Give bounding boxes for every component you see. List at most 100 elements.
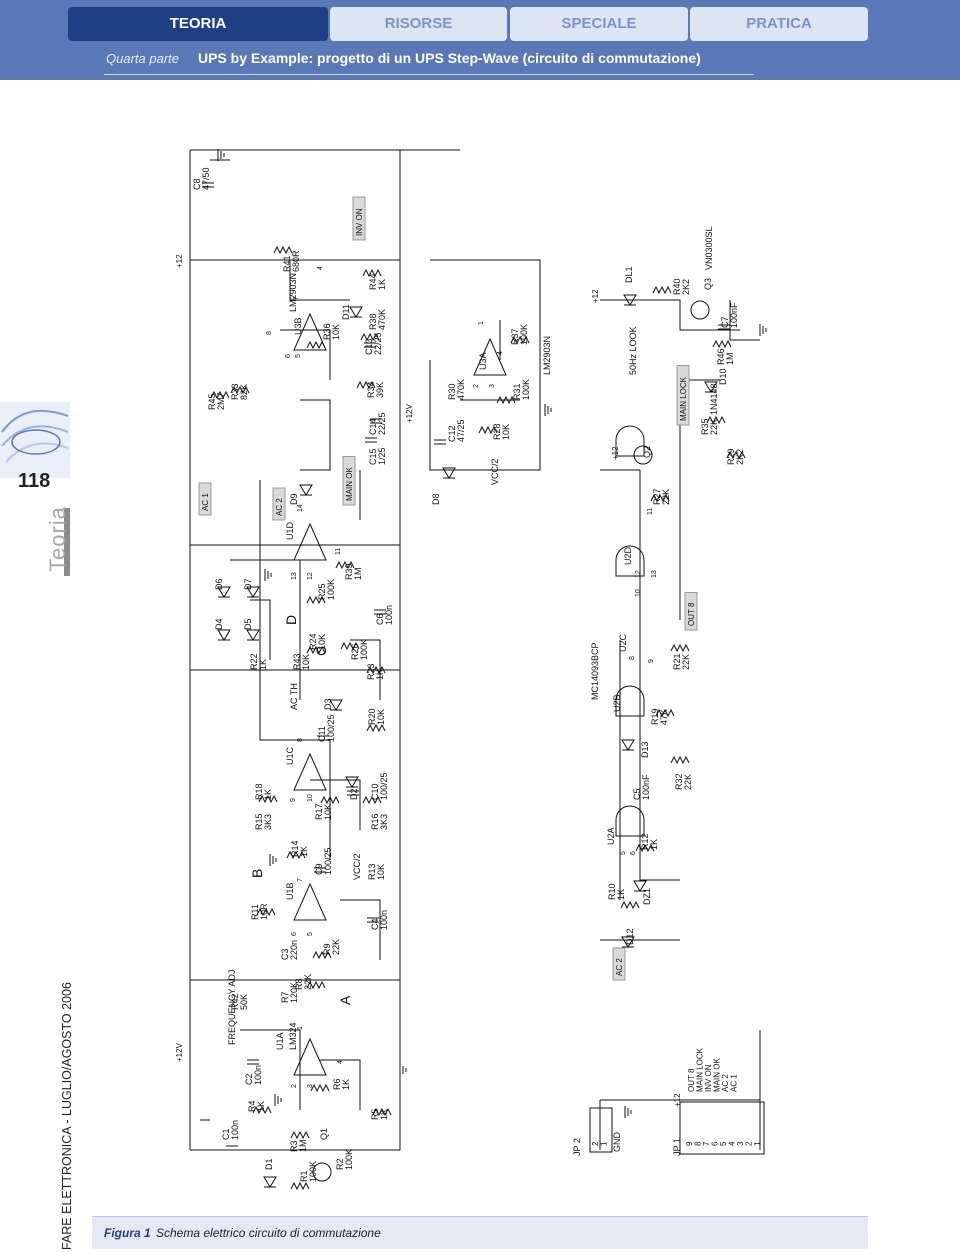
- component-designator: D9: [289, 493, 299, 505]
- pin-number: 2: [291, 1084, 298, 1088]
- supply-label: +12: [591, 289, 600, 303]
- component-ref-label: R21: [672, 653, 682, 670]
- resistor-symbol: [306, 645, 326, 655]
- component-ref-label: R2: [335, 1158, 345, 1170]
- wire: [250, 599, 271, 660]
- component-ref-label: R8: [294, 978, 304, 990]
- wire: [289, 260, 350, 301]
- component-designator: Q1: [319, 1128, 329, 1140]
- component-value-label: 47K: [659, 709, 669, 725]
- component-value-label: 3K3: [379, 814, 389, 830]
- component-value-label: 1K: [256, 1101, 266, 1112]
- net-label-tag: [272, 487, 286, 521]
- component-value-label: 10K: [376, 864, 386, 880]
- component-value-label: 22K: [331, 939, 341, 955]
- resistor-symbol: [620, 900, 640, 910]
- nand-gate-symbol: [615, 545, 645, 577]
- component-ref-label: R40: [672, 278, 682, 295]
- tab-teoria[interactable]: TEORIA: [68, 7, 328, 41]
- resistor-symbol: [635, 843, 655, 853]
- pin-number: 2: [473, 384, 480, 388]
- op-amp-symbol: [293, 312, 327, 351]
- tab-speciale[interactable]: SPECIALE: [510, 7, 688, 41]
- part-label: Quarta parte: [106, 51, 179, 66]
- component-value-label: 10K: [376, 709, 386, 725]
- supply-label: +12V: [405, 403, 414, 423]
- resistor-symbol: [306, 980, 326, 990]
- component-value-label: 100K: [308, 1161, 318, 1182]
- component-value-label: 10K: [317, 634, 327, 650]
- component-ref-label: C4: [370, 918, 380, 930]
- component-value-label: 50K: [239, 994, 249, 1010]
- component-value-label: 1K: [379, 1109, 389, 1120]
- resistor-symbol: [230, 385, 250, 395]
- wire: [310, 779, 361, 830]
- component-designator: U2C: [618, 633, 628, 652]
- diode-symbol: [621, 739, 635, 751]
- component-designator: VCC/2: [490, 458, 500, 485]
- component-ref-label: R29: [726, 448, 736, 465]
- wire: [240, 1029, 301, 1110]
- op-amp-symbol: [293, 882, 327, 921]
- pin-number: 6: [291, 932, 298, 936]
- component-ref-label: R37: [510, 328, 520, 345]
- component-designator: B: [249, 869, 265, 878]
- component-designator: U1B: [285, 882, 295, 900]
- jp1-signal-label: OUT 8: [687, 1068, 696, 1092]
- component-ref-label: C11: [317, 726, 327, 742]
- component-value-label: 100n: [230, 1120, 240, 1140]
- tab-risorse[interactable]: RISORSE: [330, 7, 507, 41]
- wire: [729, 300, 760, 341]
- component-ref-label: R15: [254, 813, 264, 830]
- jp2-connector: [589, 1107, 613, 1153]
- component-value-label: 1K: [263, 789, 273, 800]
- component-value-label: 22K: [303, 974, 313, 990]
- component-designator: LM2903N: [288, 273, 298, 312]
- resistor-symbol: [340, 641, 360, 651]
- net-label-tag: [676, 365, 690, 426]
- resistor-symbol: [366, 665, 386, 675]
- transistor-symbol: [312, 1162, 332, 1182]
- component-value-label: 100n: [379, 910, 389, 930]
- pin-number: 1: [297, 1026, 304, 1030]
- jp1-signal-label: INV ON: [704, 1064, 713, 1092]
- pin-number: 9: [290, 798, 297, 802]
- pin-number: 3: [307, 1084, 314, 1088]
- section-bar: [64, 508, 70, 576]
- component-ref-label: R46: [716, 348, 726, 365]
- wire: [300, 399, 331, 471]
- component-value-label: 100/25: [379, 772, 389, 800]
- component-ref-label: R22: [249, 653, 259, 670]
- jp1-pin-number: 8: [694, 1141, 703, 1146]
- component-value-label: 680R: [291, 250, 301, 272]
- schematic-wires: [189, 149, 767, 1188]
- diode-symbol: [621, 936, 635, 948]
- component-designator: U2A: [606, 827, 616, 845]
- jp1-pin-number: 4: [728, 1141, 737, 1146]
- component-value-label: 10K: [331, 324, 341, 340]
- component-designator: DZ1: [642, 888, 652, 905]
- diode-symbol: [623, 294, 637, 306]
- component-value-label: 470K: [377, 309, 387, 330]
- component-ref-label: R16: [370, 813, 380, 830]
- component-designator: LM324: [288, 1022, 298, 1050]
- component-ref-label: R23: [366, 663, 376, 680]
- component-ref-label: R17: [314, 803, 324, 820]
- resistor-symbol: [510, 335, 530, 345]
- tab-pratica[interactable]: PRATICA: [690, 7, 868, 41]
- component-value-label: 1K: [377, 279, 387, 290]
- component-ref-label: R31: [512, 383, 522, 400]
- resistor-symbol: [306, 340, 326, 350]
- component-designator: U1C: [285, 746, 295, 765]
- jp1-connector: [679, 1101, 765, 1155]
- op-amp-symbol: [293, 752, 327, 791]
- resistor-symbol: [310, 1083, 330, 1093]
- component-value-label: 22/25: [377, 412, 387, 435]
- component-ref-label: R12: [640, 833, 650, 850]
- component-designator: D: [283, 615, 299, 625]
- component-value-label: 220n: [289, 940, 299, 960]
- wire: [639, 470, 680, 881]
- component-value-label: 22K: [681, 654, 691, 670]
- schematic-symbols: [198, 196, 765, 1191]
